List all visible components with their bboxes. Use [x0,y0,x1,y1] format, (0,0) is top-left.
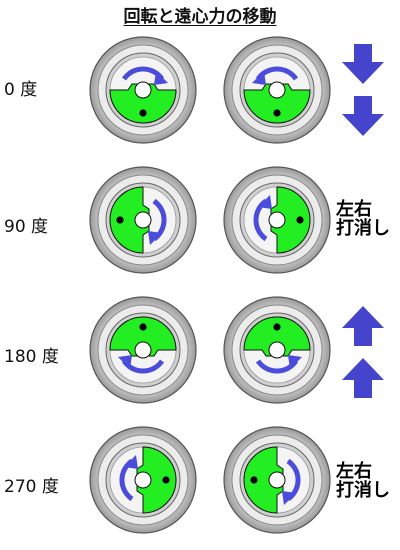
note-line-2: 打消し [336,480,390,501]
wheel-left [88,35,198,145]
cancel-note: 左右 打消し [336,462,390,500]
wheel-right [222,295,332,405]
note-line-1: 左右 [336,461,372,482]
row-0-degrees: 0 度 [0,30,400,160]
cancel-note: 左右 打消し [336,200,390,238]
angle-label: 180 度 [4,347,59,367]
note-line-2: 打消し [336,218,390,239]
row-180-degrees: 180 度 [0,290,400,420]
wheel-left [88,165,198,275]
angle-label: 270 度 [4,477,59,497]
row-90-degrees: 90 度 左右 打消し [0,160,400,290]
diagram-title: 回転と遠心力の移動 [123,7,277,27]
angle-label: 90 度 [4,217,49,237]
wheel-right [222,425,332,535]
angle-label: 0 度 [4,80,38,100]
force-arrows-up [338,306,388,406]
force-arrows-down [338,44,388,144]
wheel-right [222,35,332,145]
row-270-degrees: 270 度 左右 打消し [0,420,400,550]
wheel-right [222,165,332,275]
wheel-left [88,295,198,405]
wheel-left [88,425,198,535]
note-line-1: 左右 [336,199,372,220]
